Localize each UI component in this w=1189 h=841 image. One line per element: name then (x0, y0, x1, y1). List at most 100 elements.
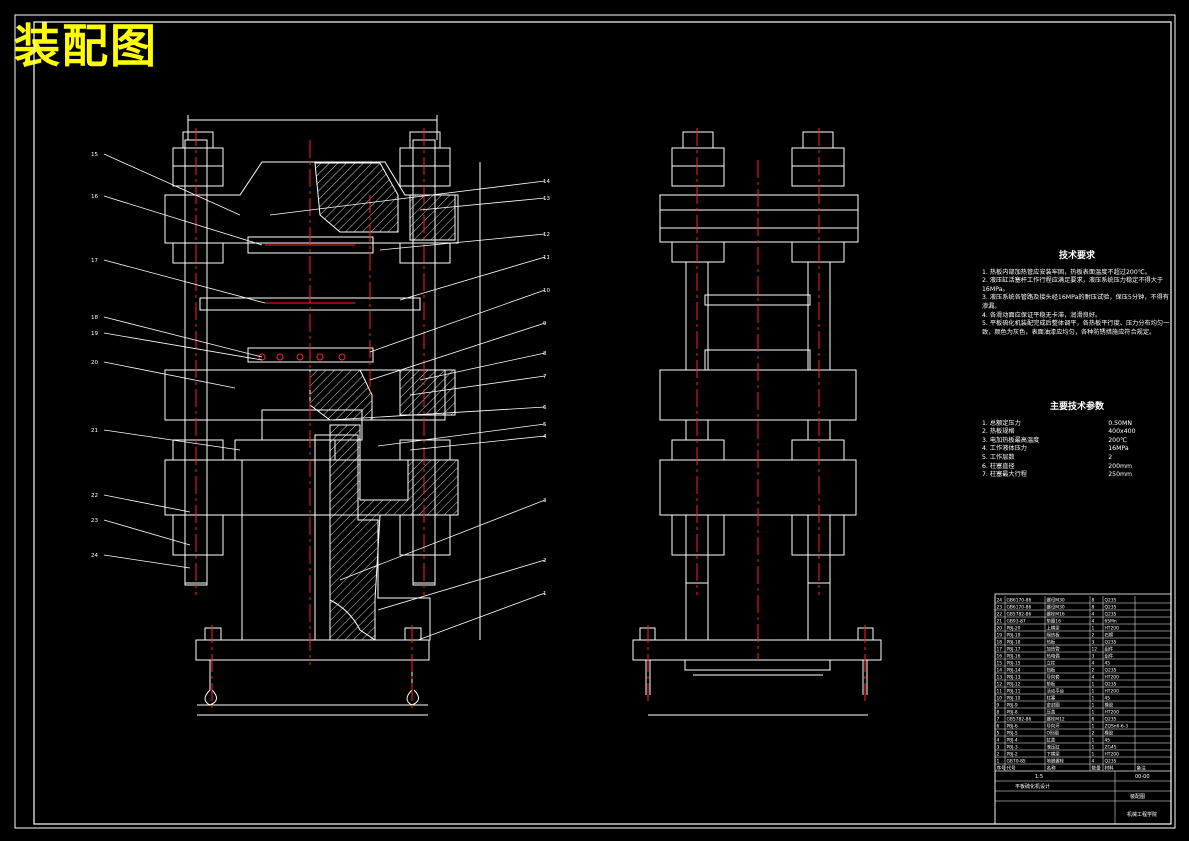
parts-cell: 组件 (1105, 652, 1114, 659)
parts-cell: 3 (997, 744, 1000, 750)
parts-cell: 12 (1092, 646, 1098, 652)
parts-cell: 1 (1092, 737, 1095, 743)
title-sheet-code: 00-00 (1135, 774, 1150, 780)
parts-cell: HT200 (1105, 688, 1120, 694)
balloon-number: 23 (91, 518, 98, 524)
title-drawing-name: 装配图 (1130, 793, 1145, 800)
parts-cell: 石棉 (1105, 631, 1114, 638)
parts-cell: 4 (997, 737, 1000, 743)
balloon-number: 14 (543, 179, 550, 185)
param-value: 200mm (1108, 462, 1133, 470)
parts-cell: GB5782-86 (1007, 611, 1032, 617)
parts-cell: 8 (1092, 604, 1095, 610)
parts-cell: 1 (1092, 688, 1095, 694)
outer-border (14, 14, 1176, 829)
parts-cell: Q235 (1105, 611, 1117, 617)
param-value: 400x400 (1108, 428, 1136, 436)
parts-cell: 1 (1092, 695, 1095, 701)
tech-requirement-2: 2. 液压缸活塞杆工作行程应满足要求，液压系统压力稳定不得大于16MPa。 (982, 277, 1164, 293)
parts-cell: GB93-87 (1007, 618, 1026, 624)
parts-cell: 螺母M30 (1047, 596, 1065, 603)
parts-cell: 12 (997, 681, 1003, 687)
parts-cell: 19 (997, 632, 1003, 638)
parts-cell: PBJ-11 (1007, 688, 1021, 694)
balloon-number: 3 (543, 498, 547, 504)
parts-cell: 4 (1092, 618, 1095, 624)
param-value: 250mm (1108, 471, 1133, 479)
parts-cell: 密封圈 (1047, 701, 1061, 708)
parts-cell: PBJ-13 (1007, 674, 1021, 680)
parts-cell: HT200 (1105, 674, 1120, 680)
param-row: 5. 工作层数 2 (982, 454, 1172, 463)
parts-cell: 1 (1092, 625, 1095, 631)
parts-cell: 24 (997, 597, 1003, 603)
parts-header-cell: 数量 (1092, 764, 1102, 771)
drawing-title: 装配图 (14, 19, 158, 73)
parts-cell: PBJ-14 (1007, 667, 1021, 673)
param-label: 1. 总额定压力 (982, 419, 1021, 427)
balloon-number: 19 (91, 331, 98, 337)
parts-cell: 21 (997, 618, 1003, 624)
parts-cell: 1 (997, 758, 1000, 764)
balloon-number: 1 (543, 591, 547, 597)
parts-cell: HT200 (1105, 709, 1120, 715)
title-project: 平板硫化机设计 (1015, 783, 1050, 790)
param-label: 7. 柱塞最大行程 (982, 471, 1027, 479)
parts-cell: 2 (1092, 667, 1095, 673)
parts-cell: 螺母M30 (1047, 603, 1065, 610)
parts-cell: 1 (1092, 751, 1095, 757)
balloon-number: 15 (91, 152, 98, 158)
parts-cell: 11 (997, 688, 1003, 694)
parts-cell: Q235 (1105, 597, 1117, 603)
balloon-number: 12 (543, 232, 550, 238)
parts-cell: 加热管 (1047, 645, 1061, 652)
parts-cell: 10 (997, 695, 1003, 701)
balloon-number: 4 (543, 434, 547, 440)
parts-header-cell: 备注 (1137, 764, 1147, 771)
parts-cell: 3 (1092, 639, 1095, 645)
parts-cell: PBJ-18 (1007, 639, 1021, 645)
parts-cell: Q235 (1105, 639, 1117, 645)
parts-cell: ZQSn6-6-3 (1105, 723, 1129, 729)
balloon-number: 2 (543, 558, 547, 564)
balloon-number: 8 (543, 351, 547, 357)
parts-cell: 导向环 (1047, 722, 1061, 729)
parts-cell: 1 (1092, 702, 1095, 708)
param-value: 2 (1108, 453, 1113, 461)
param-label: 5. 工作层数 (982, 453, 1015, 461)
parts-cell: 4 (1092, 758, 1095, 764)
param-row: 7. 柱塞最大行程 250mm (982, 471, 1172, 480)
parts-cell: PBJ-2 (1007, 751, 1018, 757)
parts-cell: PBJ-9 (1007, 702, 1018, 708)
parts-cell: 柱塞 (1047, 694, 1056, 701)
parts-cell: O形圈 (1047, 729, 1060, 736)
param-row: 6. 柱塞直径 200mm (982, 463, 1172, 472)
parts-cell: 5 (997, 730, 1000, 736)
balloon-number: 21 (91, 428, 98, 434)
parts-cell: 15 (997, 660, 1003, 666)
param-value: 16MPa (1108, 445, 1129, 453)
parts-cell: 橡胶 (1105, 701, 1114, 708)
title-school: 机械工程学院 (1127, 811, 1157, 818)
parts-cell: PBJ-5 (1007, 730, 1018, 736)
param-value: 200℃ (1108, 436, 1127, 444)
param-label: 4. 工作液体压力 (982, 445, 1027, 453)
balloon-number: 17 (91, 258, 98, 264)
parts-cell: 13 (997, 674, 1003, 680)
parts-cell: 7 (997, 716, 1000, 722)
title-block-frame (994, 770, 1172, 825)
param-row: 4. 工作液体压力 16MPa (982, 445, 1172, 454)
parts-cell: HT200 (1105, 751, 1120, 757)
parts-cell: 缸盖 (1047, 736, 1056, 743)
parts-cell: Q235 (1105, 681, 1117, 687)
param-label: 6. 柱塞直径 (982, 462, 1015, 470)
balloon-number: 6 (543, 405, 547, 411)
parts-cell: 65Mn (1105, 618, 1117, 624)
tech-requirement-1: 1. 热板内部加热管应安装牢固，热板表面温度不超过200℃。 (982, 268, 1151, 276)
parts-cell: ZG45 (1105, 744, 1117, 750)
parts-cell: 1 (1092, 723, 1095, 729)
parts-cell: 导向套 (1047, 673, 1061, 680)
